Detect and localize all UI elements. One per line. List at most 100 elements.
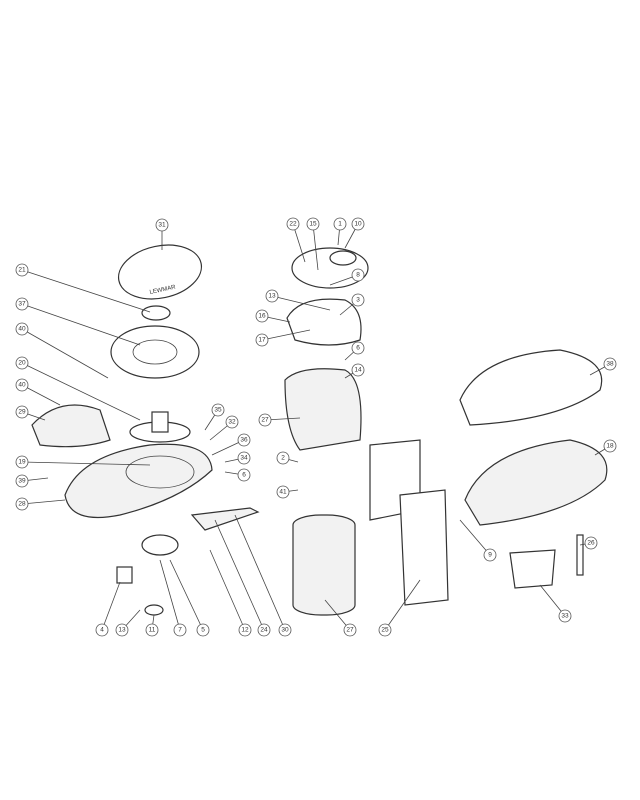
callout-bubble [286, 217, 300, 231]
bearing-ring [141, 534, 179, 556]
washer [141, 305, 171, 321]
callout-bubble [351, 341, 365, 355]
leader-line [214, 519, 265, 631]
leader-line [21, 303, 141, 346]
callout-37: 37 [15, 297, 141, 346]
callout-bubble [173, 623, 187, 637]
callout-bubble [15, 405, 29, 419]
leader-line [21, 461, 151, 466]
callout-number: 27 [261, 417, 269, 424]
callout-40: 40 [15, 378, 61, 406]
callout-bubble [276, 451, 290, 465]
callout-bubble [15, 263, 29, 277]
callout-bubble [351, 363, 365, 377]
callout-number: 25 [381, 627, 389, 634]
callout-34: 34 [224, 451, 251, 465]
callout-bubble [15, 356, 29, 370]
callout-bubble [225, 415, 239, 429]
callout-14: 14 [344, 363, 365, 379]
cover-plate [117, 244, 203, 300]
callout-bubble [584, 536, 598, 550]
callout-24: 24 [214, 519, 271, 637]
callout-31: 31 [155, 218, 169, 250]
callout-5: 5 [169, 559, 210, 637]
callout-38: 38 [589, 357, 617, 376]
callout-bubble [603, 357, 617, 371]
gear-plate [291, 247, 369, 289]
callout-number: 32 [228, 419, 236, 426]
callout-number: 4 [100, 627, 104, 634]
callout-20: 20 [15, 356, 141, 421]
callout-number: 36 [240, 437, 248, 444]
callout-number: 12 [241, 627, 249, 634]
deck-gasket [459, 349, 603, 426]
callout-number: 2 [281, 455, 285, 462]
motor-cover-right [399, 489, 449, 606]
callout-number: 38 [606, 361, 614, 368]
callout-number: 9 [488, 552, 492, 559]
callout-bubble [115, 623, 129, 637]
callout-bubble [145, 623, 159, 637]
motor [292, 514, 356, 616]
callout-number: 24 [260, 627, 268, 634]
leader-line [459, 519, 491, 556]
callout-35: 35 [204, 403, 225, 431]
leader-line [312, 223, 319, 271]
leader-line [101, 581, 121, 631]
callout-39: 39 [15, 474, 49, 488]
top-housing [110, 325, 200, 379]
callout-number: 6 [242, 472, 246, 479]
leader-line [21, 499, 66, 505]
callout-bubble [351, 268, 365, 282]
callout-number: 35 [214, 407, 222, 414]
callout-18: 18 [594, 439, 617, 456]
leader-line [261, 329, 311, 341]
callout-28: 28 [15, 497, 66, 511]
callout-bubble [15, 474, 29, 488]
callout-number: 33 [561, 613, 569, 620]
callout-bubble [265, 289, 279, 303]
callout-4: 4 [95, 581, 121, 637]
callout-7: 7 [159, 559, 187, 637]
leader-line [21, 269, 151, 313]
callout-bubble [351, 217, 365, 231]
callout-number: 27 [346, 627, 354, 634]
callout-bubble [306, 217, 320, 231]
callout-30: 30 [234, 514, 292, 637]
callout-2: 2 [276, 451, 299, 465]
callout-29: 29 [15, 405, 46, 421]
callout-bubble [378, 623, 392, 637]
callout-number: 14 [354, 367, 362, 374]
callout-1: 1 [333, 217, 347, 246]
callout-number: 15 [309, 221, 317, 228]
callout-27: 27 [324, 599, 357, 637]
callout-27: 27 [258, 413, 301, 427]
leader-line [384, 579, 421, 631]
callout-40: 40 [15, 322, 109, 379]
callout-6: 6 [224, 468, 251, 482]
leader-line [21, 328, 109, 379]
callout-25: 25 [378, 579, 421, 637]
callout-21: 21 [15, 263, 151, 313]
leader-line [539, 584, 566, 617]
callout-number: 40 [18, 382, 26, 389]
callout-number: 1 [338, 221, 342, 228]
callout-number: 37 [18, 301, 26, 308]
leader-line [271, 295, 331, 311]
callout-bubble [155, 218, 169, 232]
leader-line [292, 223, 306, 263]
chain-pipe [509, 549, 556, 589]
part-drawings: LEWMAR [31, 244, 608, 616]
callout-bubble [237, 468, 251, 482]
callout-bubble [351, 293, 365, 307]
callout-16: 16 [255, 309, 291, 323]
callout-15: 15 [306, 217, 320, 271]
callout-number: 29 [18, 409, 26, 416]
leader-line [324, 599, 351, 631]
callout-number: 17 [258, 337, 266, 344]
gasket [286, 298, 362, 346]
callout-number: 18 [606, 443, 614, 450]
leader-line [209, 549, 246, 631]
callout-number: 22 [289, 221, 297, 228]
